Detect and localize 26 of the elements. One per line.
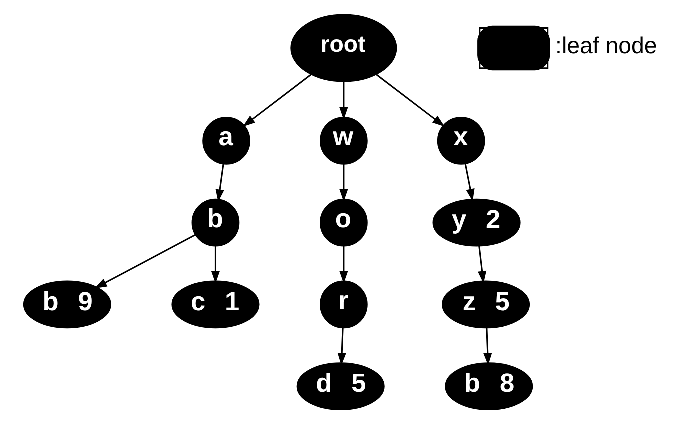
arrow [215,164,224,202]
node-circle: w [320,117,368,165]
node-ellipse: b 8 [444,362,533,410]
node-circle: r [320,280,368,329]
arrow [478,246,486,284]
node-circle: b [191,198,240,247]
legend-label: :leaf node [555,32,657,59]
arrow [242,74,312,127]
arrow [464,164,474,202]
arrow [339,246,348,284]
arrow [483,328,492,366]
arrow [337,328,346,366]
node-ellipse: d 5 [296,362,384,410]
node-circle: a [202,117,250,165]
arrow [376,74,444,127]
node-ellipse: c 1 [171,280,260,329]
arrow [94,234,196,289]
node-ellipse: y 2 [432,198,520,247]
node-ellipse: root [290,14,397,82]
node-ellipse: b 9 [22,280,111,329]
node-circle: x [436,117,485,165]
arrow [210,246,220,284]
node-circle: o [320,198,368,247]
arrow [339,82,348,120]
arrow [339,164,348,202]
node-ellipse: z 5 [442,280,530,329]
